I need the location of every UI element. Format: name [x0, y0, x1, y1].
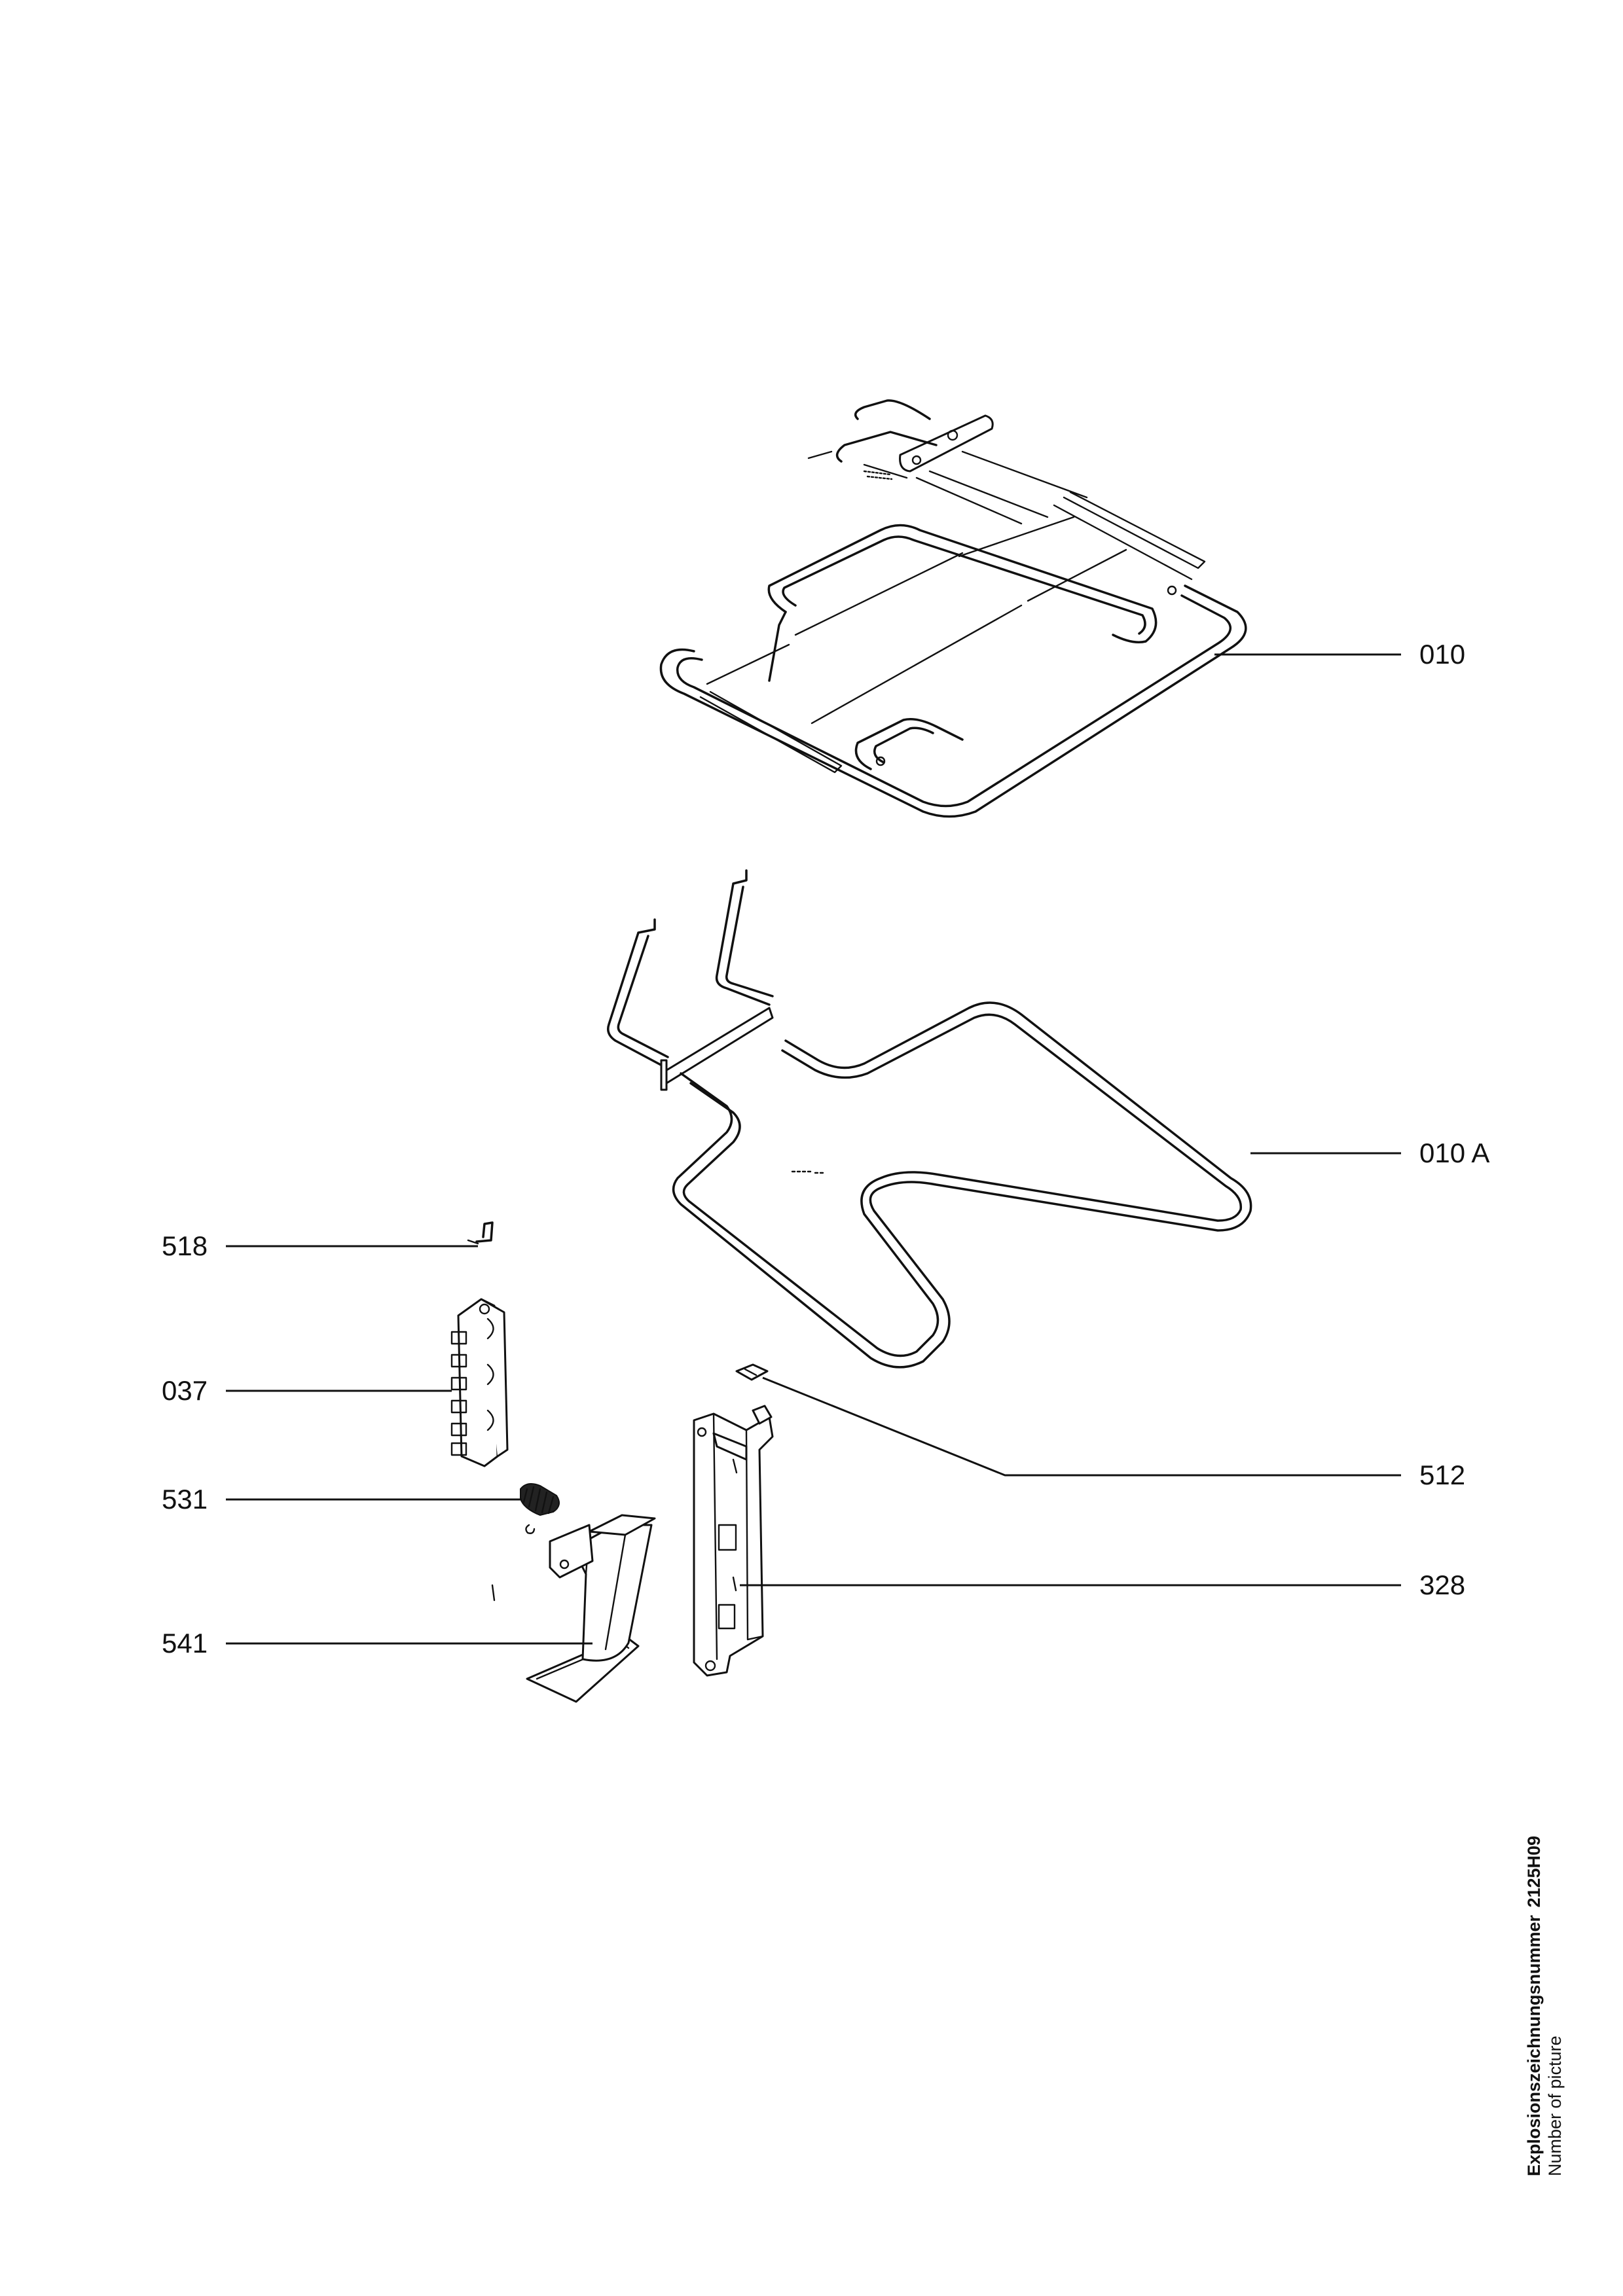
callout-037: 037: [162, 1375, 208, 1406]
callout-010a: 010 A: [1419, 1138, 1489, 1168]
callout-518: 518: [162, 1230, 208, 1261]
leader-512: [762, 1376, 1401, 1477]
callout-512: 512: [1419, 1460, 1465, 1490]
drawing-number-text: Explosionszeichnungsnummer 2125H09: [1524, 1836, 1544, 2176]
part-328-support: [693, 1405, 774, 1677]
callout-541: 541: [162, 1628, 208, 1659]
callout-labels: 010 010 A 518 037 531 541 512 328: [162, 639, 1489, 1659]
callout-531: 531: [162, 1484, 208, 1515]
number-of-picture-label: Number of picture: [1545, 2036, 1565, 2176]
part-512-clip: [735, 1363, 769, 1381]
part-037-terminal-block: [450, 1298, 509, 1467]
callout-010: 010: [1419, 639, 1465, 670]
drawing-number-value: 2125H09: [1524, 1836, 1544, 1908]
part-010-grill-element: [659, 399, 1247, 818]
drawing-number-label: Explosionszeichnungsnummer: [1524, 1914, 1544, 2176]
part-541-bracket: [491, 1514, 656, 1703]
callout-328: 328: [1419, 1570, 1465, 1600]
drawing-number-footer: Explosionszeichnungsnummer 2125H09 Numbe…: [1524, 1836, 1565, 2176]
part-531-spring: [520, 1482, 560, 1534]
part-010a-heating-element: [607, 869, 1252, 1369]
part-518-clip: [467, 1221, 494, 1245]
leader-lines: [226, 653, 1401, 1645]
